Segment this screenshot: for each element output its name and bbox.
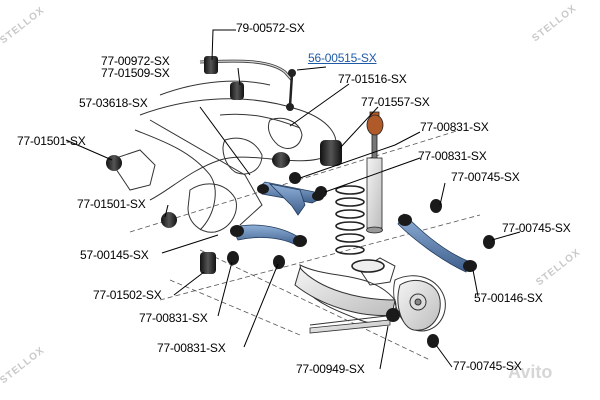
label-77-00745-a: 77-00745-SX bbox=[451, 170, 520, 184]
control-arm-upper bbox=[257, 181, 324, 216]
label-77-00745-b: 77-00745-SX bbox=[502, 221, 571, 235]
label-79-00572: 79-00572-SX bbox=[236, 21, 305, 35]
leader-lines bbox=[65, 29, 521, 370]
top-mount bbox=[366, 114, 384, 136]
label-77-00831-a: 77-00831-SX bbox=[420, 120, 489, 134]
label-56-00515[interactable]: 56-00515-SX bbox=[308, 51, 377, 65]
label-77-00831-c: 77-00831-SX bbox=[139, 311, 208, 325]
label-77-01502: 77-01502-SX bbox=[93, 288, 162, 302]
watermark-avito: Avito bbox=[508, 362, 553, 382]
lower-link-bar bbox=[309, 319, 391, 334]
control-arm-lower bbox=[230, 224, 307, 247]
trailing-arm bbox=[294, 267, 396, 316]
label-77-00831-d: 77-00831-SX bbox=[157, 341, 226, 355]
label-57-00145: 57-00145-SX bbox=[80, 248, 149, 262]
label-57-03618: 57-03618-SX bbox=[79, 96, 148, 110]
label-77-01557: 77-01557-SX bbox=[361, 95, 430, 109]
label-77-00949: 77-00949-SX bbox=[296, 362, 365, 376]
label-77-01501-a: 77-01501-SX bbox=[17, 134, 86, 148]
label-57-00146: 57-00146-SX bbox=[474, 291, 543, 305]
label-77-01501-b: 77-01501-SX bbox=[77, 197, 146, 211]
stabilizer-link bbox=[286, 69, 296, 111]
label-77-01509: 77-01509-SX bbox=[101, 66, 170, 80]
label-77-00745-c: 77-00745-SX bbox=[453, 359, 522, 373]
coil-spring bbox=[335, 185, 385, 273]
wheel-knuckle bbox=[397, 280, 441, 331]
label-77-00972: 77-00972-SX bbox=[101, 54, 170, 68]
control-arm-right bbox=[397, 213, 477, 273]
label-77-00831-b: 77-00831-SX bbox=[418, 149, 487, 163]
label-77-01516: 77-01516-SX bbox=[338, 72, 407, 86]
bushings bbox=[106, 56, 495, 348]
